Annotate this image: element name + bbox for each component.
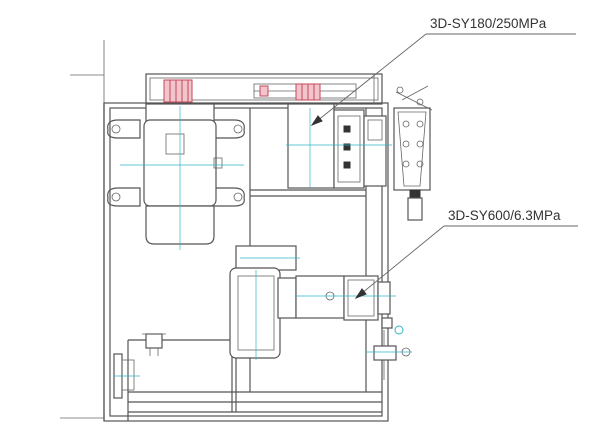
leader-top [310, 33, 576, 127]
base-fittings [113, 333, 166, 399]
leader-bottom [354, 225, 578, 300]
motor-pulley [163, 79, 193, 103]
pump-label-bottom: 3D-SY600/6.3MPa [448, 208, 561, 223]
upper-motor [107, 103, 245, 250]
upper-pump [286, 85, 433, 221]
pump-label-top: 3D-SY180/250MPa [430, 16, 547, 31]
pump-pulley [259, 83, 321, 101]
lower-pump [295, 275, 412, 380]
lower-motor [229, 245, 300, 360]
machine-frame [60, 40, 389, 422]
